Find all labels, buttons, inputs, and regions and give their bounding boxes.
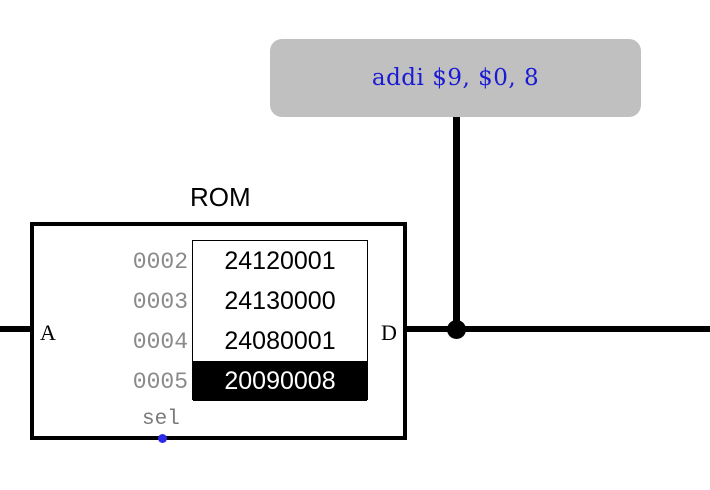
wire-junction	[447, 320, 466, 339]
memory-word[interactable]: 24120001	[224, 247, 336, 275]
rom-port-a: A	[40, 320, 56, 345]
instruction-probe[interactable]: addi $9, $0, 8	[270, 39, 641, 117]
rom-port-d: D	[381, 320, 397, 345]
address-label: 0005	[132, 369, 188, 395]
rom-sel-label: sel	[142, 408, 180, 431]
memory-word[interactable]: 24130000	[224, 287, 336, 315]
probe-wire	[453, 115, 460, 330]
probe-instruction-text: addi $9, $0, 8	[371, 65, 540, 91]
memory-contents-list[interactable]: 24120001 24130000 24080001 20090008	[192, 240, 368, 401]
sel-pin[interactable]	[158, 434, 167, 443]
memory-word-selected[interactable]: 20090008	[193, 361, 367, 401]
address-column: 0002 0003 0004 0005	[122, 242, 188, 402]
address-label: 0002	[132, 249, 188, 275]
address-label: 0003	[132, 289, 188, 315]
address-label: 0004	[132, 329, 188, 355]
output-wire	[405, 326, 710, 332]
rom-component[interactable]: A D 0002 0003 0004 0005 24120001 2413000…	[30, 222, 407, 440]
rom-title: ROM	[190, 182, 251, 212]
input-wire	[0, 326, 32, 332]
memory-word[interactable]: 24080001	[224, 327, 336, 355]
